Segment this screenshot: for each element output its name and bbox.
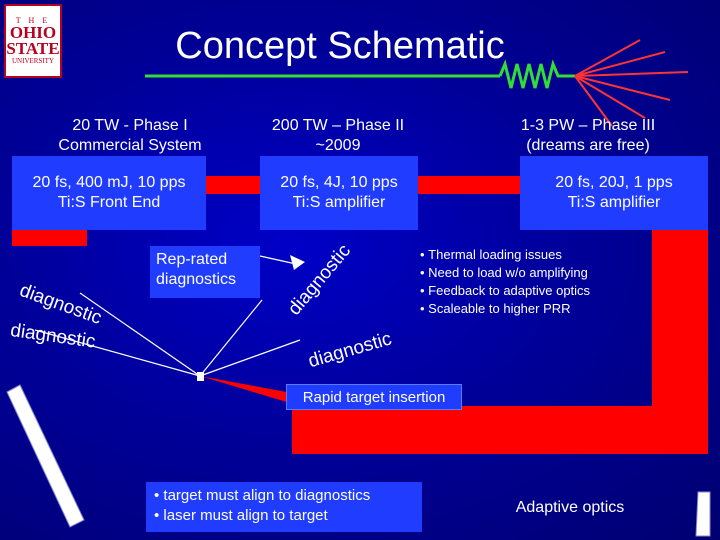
note-item: Feedback to adaptive optics (420, 282, 650, 300)
note-item: Thermal loading issues (420, 246, 650, 264)
target-note-item: target must align to diagnostics (154, 486, 414, 506)
phase-2-box: 20 fs, 4J, 10 pps Ti:S amplifier (260, 156, 418, 230)
university-logo: T H E OHIO STATE UNIVERSITY (4, 4, 62, 78)
rapid-target-box: Rapid target insertion (286, 384, 462, 410)
note-item: Scaleable to higher PRR (420, 300, 650, 318)
logo-line-1: T H E (15, 16, 51, 25)
phase-2-heading: 200 TW – Phase II ~2009 (271, 117, 405, 154)
phase-3-heading: 1-3 PW – Phase III (dreams are free) (520, 117, 656, 154)
phase-3-notes: Thermal loading issues Need to load w/o … (420, 246, 650, 318)
rep-rated-diagnostics-box: Rep-rated diagnostics (150, 246, 260, 298)
note-item: Need to load w/o amplifying (420, 264, 650, 282)
beam-connector-1 (205, 176, 260, 194)
phase-3-box: 20 fs, 20J, 1 pps Ti:S amplifier (520, 156, 708, 230)
mirror-right (695, 491, 711, 537)
adaptive-optics-label: Adaptive optics (515, 499, 625, 516)
logo-line-2a: OHIO (9, 23, 57, 42)
page-title: Concept Schematic (175, 25, 505, 67)
beam-connector-left (12, 228, 87, 246)
diagnostic-lines (34, 292, 301, 377)
logo-line-2b: STATE (6, 39, 60, 58)
target-notes-box: target must align to diagnostics laser m… (146, 482, 422, 532)
mirror-left (6, 384, 85, 528)
target-note-item: laser must align to target (154, 506, 414, 526)
beam-bottom-horizontal (292, 406, 708, 454)
wave-icon (498, 59, 575, 89)
rep-arrow-line (259, 255, 297, 265)
phase-1-heading: 20 TW - Phase I Commercial System (58, 117, 202, 154)
beam-connector-2 (418, 176, 520, 194)
logo-line-3: UNIVERSITY (12, 57, 54, 65)
spark-icon (574, 39, 689, 127)
arrow-head-icon (290, 255, 305, 270)
phase-1-box: 20 fs, 400 mJ, 10 pps Ti:S Front End (12, 156, 206, 230)
target-marker (197, 372, 204, 381)
